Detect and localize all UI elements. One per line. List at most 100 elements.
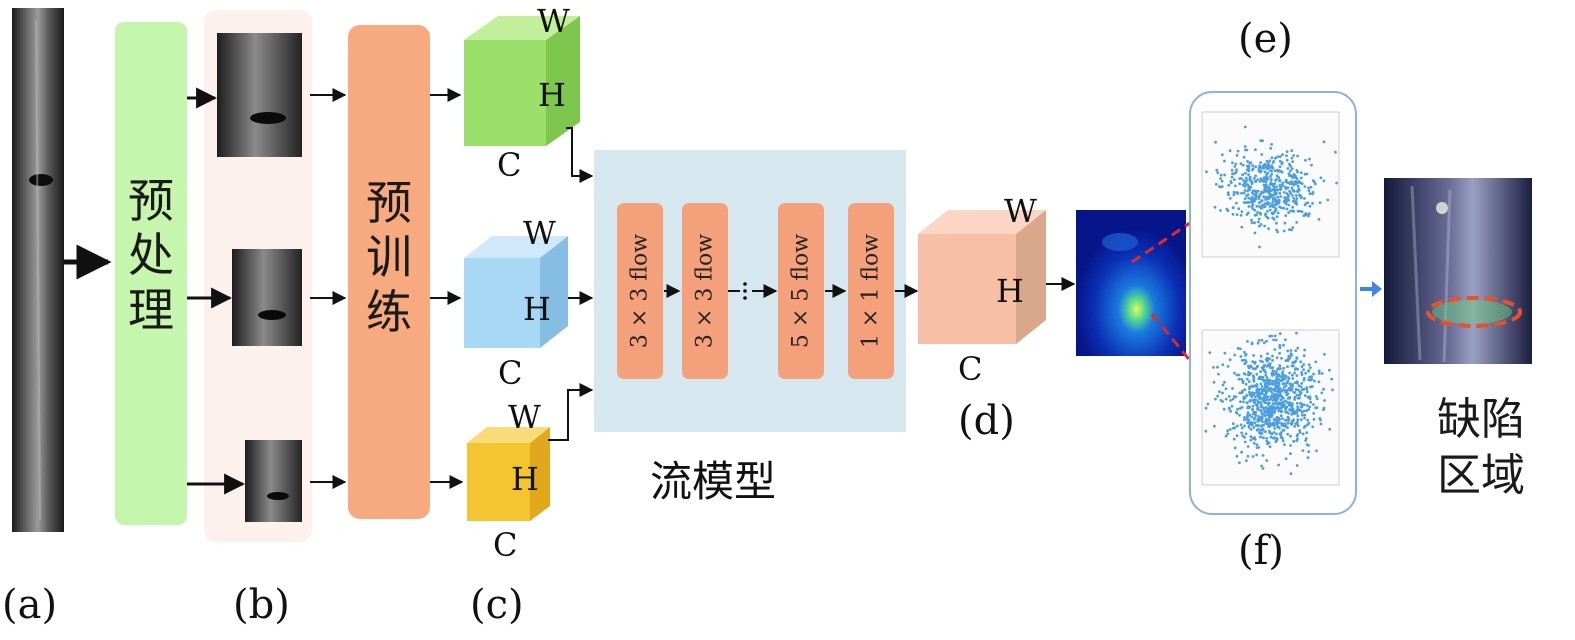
scatter-point [1242, 191, 1246, 195]
scatter-point [1258, 166, 1261, 170]
scatter-point [1279, 375, 1283, 378]
scatter-point [1281, 437, 1284, 440]
scatter-point [1258, 245, 1261, 249]
scatter-point [1291, 209, 1295, 213]
scatter-point [1257, 220, 1260, 224]
scatter-point [1250, 342, 1254, 346]
scatter-point [1264, 212, 1267, 216]
scatter-point [1268, 445, 1272, 449]
scatter-point [1279, 186, 1283, 190]
scatter-point [1259, 382, 1263, 386]
scatter-point [1251, 164, 1255, 168]
scatter-point [1268, 418, 1271, 422]
scatter-point [1278, 403, 1282, 406]
scatter-point [1206, 402, 1210, 406]
scatter-point [1230, 168, 1234, 172]
scatter-point [1266, 177, 1270, 180]
feature-cube-blue [464, 236, 568, 348]
scatter-point [1241, 163, 1245, 167]
scatter-point [1279, 206, 1283, 210]
scatter-point [1273, 182, 1277, 186]
scatter-point [1284, 180, 1288, 184]
scatter-point [1268, 192, 1272, 196]
scatter-point [1282, 229, 1286, 233]
scatter-point [1273, 389, 1277, 393]
scatter-point [1293, 395, 1297, 399]
scatter-point [1299, 391, 1303, 394]
scatter-point [1273, 191, 1277, 195]
scatter-point [1256, 427, 1260, 431]
scatter-point [1288, 401, 1291, 404]
panel-label-a: (a) [2, 582, 58, 628]
scatter-point [1258, 395, 1262, 399]
scatter-point [1312, 417, 1316, 421]
scatter-point [1278, 364, 1282, 368]
scatter-point [1261, 360, 1264, 364]
scatter-point [1303, 413, 1307, 417]
scatter-point [1307, 443, 1310, 447]
scatter-point [1252, 393, 1255, 396]
scatter-point [1309, 366, 1312, 369]
scatter-point [1284, 388, 1287, 392]
scatter-point [1239, 355, 1243, 358]
scatter-point [1250, 395, 1254, 399]
scatter-point [1295, 401, 1299, 405]
scatter-point [1311, 202, 1314, 205]
scatter-point [1286, 388, 1290, 392]
flow-block-3-label: 5 × 5 flow [788, 233, 814, 349]
scatter-point [1294, 174, 1297, 178]
scatter-point [1234, 184, 1237, 188]
scatter-point [1281, 417, 1284, 420]
scatter-point [1284, 419, 1288, 422]
scatter-point [1267, 364, 1271, 368]
scatter-point [1227, 395, 1231, 398]
scatter-point [1296, 184, 1300, 188]
scatter-point [1282, 428, 1286, 432]
scatter-point [1212, 366, 1215, 369]
scatter-point [1280, 406, 1283, 410]
scatter-point [1291, 226, 1295, 229]
scatter-point [1275, 356, 1279, 360]
scatter-point [1266, 352, 1269, 356]
flow-block-4-label: 1 × 1 flow [858, 233, 884, 349]
scatter-point [1266, 395, 1270, 399]
scatter-point [1285, 150, 1289, 154]
scatter-point [1295, 331, 1298, 335]
scatter-point [1240, 210, 1244, 214]
scatter-point [1212, 380, 1216, 384]
scatter-point [1248, 422, 1252, 426]
scatter-point [1260, 416, 1264, 420]
scatter-point [1334, 150, 1337, 154]
scatter-point [1296, 414, 1300, 418]
scatter-point [1283, 196, 1287, 200]
scatter-point [1260, 166, 1263, 170]
scatter-point [1284, 384, 1288, 388]
scatter-point [1214, 397, 1217, 401]
scatter-point [1231, 387, 1234, 390]
scatter-point [1241, 183, 1245, 187]
scatter-point [1295, 177, 1299, 181]
scatter-point [1281, 153, 1284, 157]
scatter-point [1290, 422, 1294, 425]
scatter-point [1238, 391, 1242, 395]
scatter-point [1276, 230, 1279, 234]
scatter-point [1240, 450, 1243, 454]
scatter-point [1244, 171, 1247, 175]
scatter-point [1289, 383, 1293, 386]
scatter-point [1262, 195, 1266, 199]
scatter-point [1296, 170, 1299, 174]
scatter-point [1257, 446, 1261, 449]
scatter-point [1251, 189, 1255, 193]
scatter-point [1326, 198, 1330, 202]
scatter-point [1251, 360, 1254, 363]
scatter-point [1284, 187, 1288, 191]
scatter-point [1243, 440, 1247, 444]
scatter-point [1313, 379, 1316, 383]
scatter-point [1255, 385, 1259, 388]
scatter-point [1271, 372, 1275, 376]
scatter-point [1263, 414, 1267, 417]
scatter-point [1239, 177, 1243, 180]
scatter-point [1264, 373, 1268, 377]
scatter-point [1296, 418, 1300, 421]
scatter-point [1255, 443, 1259, 446]
